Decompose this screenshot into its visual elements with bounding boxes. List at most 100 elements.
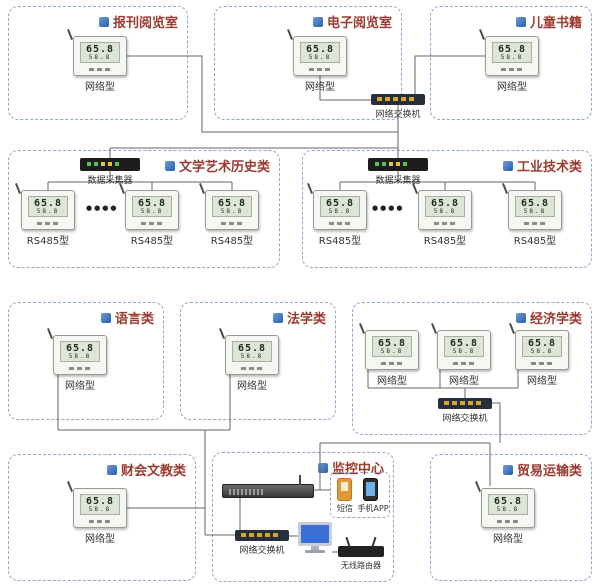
zone-bullet-icon: [317, 462, 328, 473]
server-vents-icon: [229, 489, 263, 495]
lcd-subreading: 58.8: [308, 53, 332, 61]
device-type-label: RS485型: [26, 236, 70, 247]
zone-monitoring-center: 监控中心: [212, 452, 394, 582]
zone-title: 财会文教类: [120, 464, 186, 479]
sms-phone-icon: [337, 478, 352, 501]
device-type-label: 网络型: [237, 381, 267, 392]
lcd-reading: 65.8: [237, 342, 267, 354]
device-type-label: RS485型: [423, 236, 467, 247]
network-switch: [438, 398, 492, 409]
switch-ports-icon: [444, 401, 449, 405]
device-type-label: 网络型: [85, 534, 115, 545]
zone-bullet-icon: [98, 16, 109, 27]
collector-ports-icon: [87, 162, 91, 166]
lcd-subreading: 58.8: [328, 207, 352, 215]
wireless-router-icon: [338, 536, 384, 557]
remote-clients-box: [330, 472, 390, 518]
lcd-subreading: 58.8: [220, 207, 244, 215]
data-collector: [368, 158, 428, 171]
zone-bullet-icon: [100, 312, 111, 323]
lcd-subreading: 58.8: [496, 505, 520, 513]
monitor-screen: [298, 522, 332, 546]
zone-bullet-icon: [312, 16, 323, 27]
network-switch: [371, 94, 425, 105]
zone-label: 财会文教类: [106, 460, 186, 479]
device-buttons-icon: [69, 367, 74, 370]
zone-label: 电子阅览室: [312, 12, 392, 31]
zone-title: 儿童书籍: [529, 16, 582, 31]
zone-bullet-icon: [502, 160, 513, 171]
network-switch-unit-monitoring: 网络交换机: [227, 530, 297, 556]
mobile-app-phone-icon: [363, 478, 378, 501]
lcd-subreading: 58.8: [380, 347, 404, 355]
data-collector: [80, 158, 140, 171]
device-buttons-icon: [221, 222, 226, 225]
device-buttons-icon: [141, 222, 146, 225]
device-buttons-icon: [381, 362, 386, 365]
lcd-subreading: 58.8: [88, 53, 112, 61]
lcd-reading: 65.8: [85, 43, 115, 55]
device-buttons-icon: [37, 222, 42, 225]
lcd-reading: 65.8: [497, 43, 527, 55]
device-type-label: RS485型: [318, 236, 362, 247]
zone-title: 监控中心: [331, 462, 384, 477]
zone-bullet-icon: [272, 312, 283, 323]
device-type-label: RS485型: [130, 236, 174, 247]
lcd-reading: 65.8: [377, 337, 407, 349]
device-buttons-icon: [501, 68, 506, 71]
lcd-subreading: 58.8: [433, 207, 457, 215]
switch-ports-icon: [377, 97, 382, 101]
switch-label: 网络交换机: [239, 546, 285, 556]
lcd-subreading: 58.8: [88, 505, 112, 513]
zone-label: 报刊阅览室: [98, 12, 178, 31]
collector-ports-icon: [375, 162, 379, 166]
monitor-neck: [311, 546, 319, 550]
zone-title: 工业技术类: [516, 160, 582, 175]
device-buttons-icon: [89, 520, 94, 523]
zone-finance-culture-education: 财会文教类: [8, 454, 196, 581]
device-buttons-icon: [497, 520, 502, 523]
network-switch-unit-top: 网络交换机: [363, 94, 433, 120]
zone-label: 法学类: [272, 308, 326, 327]
lcd-reading: 65.8: [65, 342, 95, 354]
lcd-reading: 65.8: [449, 337, 479, 349]
monitor-pc-icon: [298, 522, 332, 553]
zone-language: 语言类: [8, 302, 164, 420]
zone-economics: 经济学类: [352, 302, 592, 435]
zone-label: 贸易运输类: [502, 460, 582, 479]
device-buttons-icon: [531, 362, 536, 365]
lcd-subreading: 58.8: [68, 352, 92, 360]
zone-bullet-icon: [515, 16, 526, 27]
more-devices-dots: ●●●●: [372, 204, 405, 212]
device-type-label: RS485型: [513, 236, 557, 247]
lcd-reading: 65.8: [85, 495, 115, 507]
zone-bullet-icon: [106, 464, 117, 475]
collector-label: 数据采集器: [87, 176, 133, 186]
